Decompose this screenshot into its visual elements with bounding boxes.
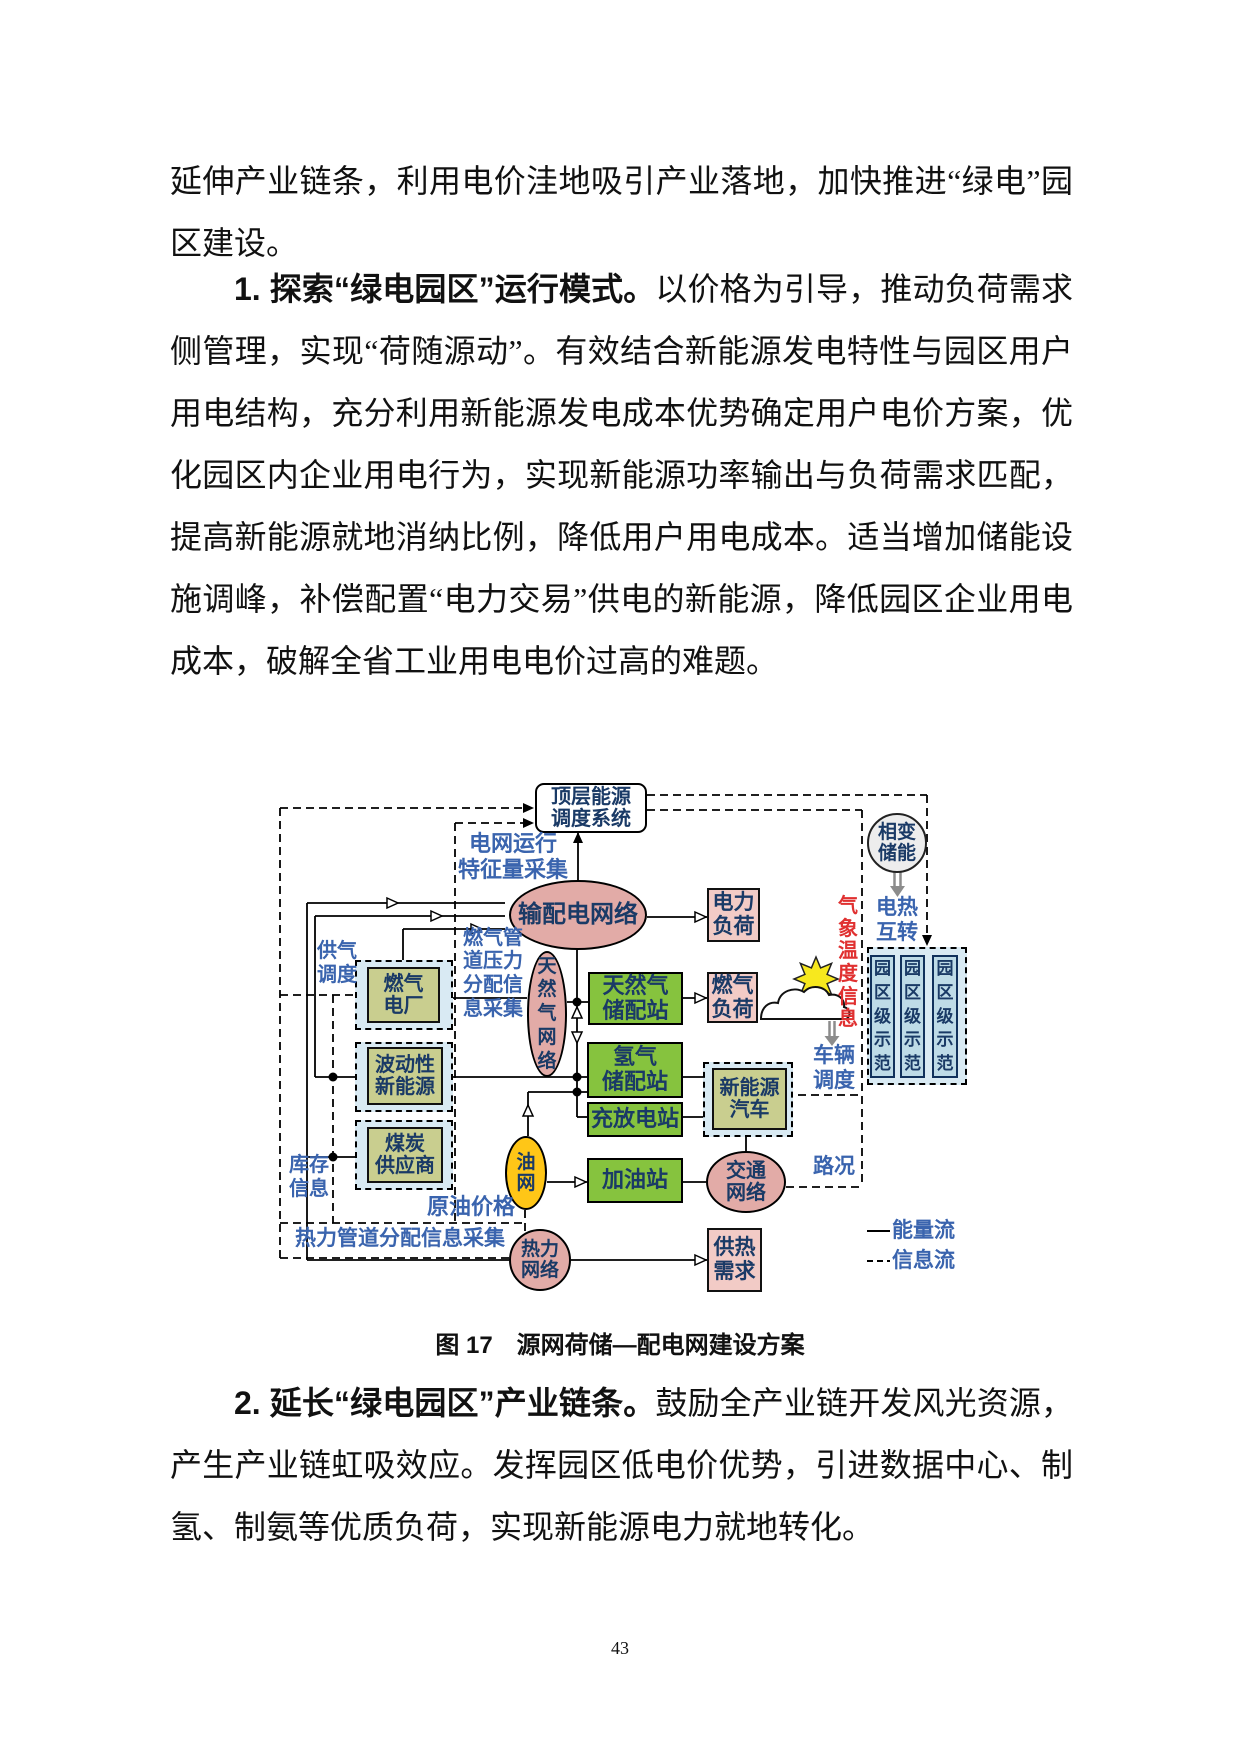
- figure-17-diagram: 顶层能源 调度系统 输配电网络 电力 负荷 天 然 气 网 络 天然气 储配站 …: [255, 775, 1000, 1310]
- legend-energy-flow-label: 能量流: [892, 1218, 955, 1242]
- node-gas-storage-station: 天然气 储配站: [588, 972, 683, 1025]
- legend-info-flow-label: 信息流: [892, 1248, 955, 1272]
- node-park-demo-3: 园 区 级 示 范: [932, 955, 958, 1078]
- node-park-demo-2: 园 区 级 示 范: [900, 955, 925, 1078]
- node-heat-demand: 供热 需求: [707, 1228, 762, 1292]
- phase-change-arrow-icon: [890, 871, 905, 897]
- weather-arrow-icon: [824, 1021, 840, 1046]
- node-oil-network: 油 网: [505, 1136, 547, 1210]
- node-gas-station: 加油站: [587, 1158, 683, 1203]
- node-new-energy-vehicle: 新能源 汽车: [712, 1068, 787, 1130]
- node-coal-supplier: 煤炭 供应商: [367, 1127, 443, 1183]
- paragraph-3: 2. 延长“绿电园区”产业链条。鼓励全产业链开发风光资源，产生产业链虹吸效应。发…: [170, 1372, 1073, 1558]
- label-grid-feature-collection: 电网运行 特征量采集: [457, 831, 568, 882]
- label-inventory-info: 库存 信息: [289, 1154, 329, 1200]
- node-hydrogen-station: 氢气 储配站: [587, 1042, 683, 1098]
- node-power-load: 电力 负荷: [707, 888, 760, 942]
- label-weather-temperature-info: 气 象 温 度 信 息: [838, 895, 858, 1031]
- node-phase-change-storage: 相变 储能: [867, 813, 927, 873]
- paragraph-2-text: 以价格为引导，推动负荷需求侧管理，实现“荷随源动”。有效结合新能源发电特性与园区…: [170, 271, 1073, 679]
- page-number: 43: [611, 1638, 629, 1658]
- diagram-lines: [279, 794, 932, 1267]
- node-charging-station: 充放电站: [587, 1102, 683, 1137]
- node-transmission-grid: 输配电网络: [509, 880, 647, 950]
- label-heat-pipe-collection: 热力管道分配信息采集: [295, 1226, 505, 1250]
- node-park-demo-1: 园 区 级 示 范: [870, 955, 895, 1078]
- label-gas-pipe-collection: 燃气管 道压力 分配信 息采集: [463, 926, 523, 1020]
- paragraph-3-heading: 2. 延长“绿电园区”产业链条。: [234, 1385, 656, 1421]
- node-gas-load: 燃气 负荷: [707, 972, 758, 1023]
- figure-caption: 图 17 源网荷储—配电网建设方案: [435, 1332, 805, 1359]
- node-top-energy-dispatch-system: 顶层能源 调度系统: [535, 783, 647, 833]
- node-traffic-network: 交通 网络: [706, 1151, 786, 1213]
- node-fluctuating-renewables: 波动性 新能源: [367, 1047, 443, 1105]
- paragraph-1-text: 延伸产业链条，利用电价洼地吸引产业落地，加快推进“绿电”园区建设。: [170, 163, 1073, 261]
- label-road-condition: 路况: [813, 1154, 855, 1178]
- node-gas-network: 天 然 气 网 络: [527, 951, 567, 1077]
- label-vehicle-dispatch: 车辆 调度: [813, 1044, 855, 1092]
- cloud-icon: [759, 986, 851, 1020]
- node-heat-network: 热力 网络: [509, 1229, 571, 1291]
- label-electricity-heat-conversion: 电热 互转: [876, 896, 918, 944]
- paragraph-2: 1. 探索“绿电园区”运行模式。以价格为引导，推动负荷需求侧管理，实现“荷随源动…: [170, 258, 1073, 692]
- label-gas-supply-dispatch: 供气 调度: [317, 940, 357, 986]
- paragraph-3-text: 鼓励全产业链开发风光资源，产生产业链虹吸效应。发挥园区低电价优势，引进数据中心、…: [170, 1385, 1073, 1545]
- paragraph-1: 延伸产业链条，利用电价洼地吸引产业落地，加快推进“绿电”园区建设。: [170, 150, 1073, 274]
- paragraph-2-heading: 1. 探索“绿电园区”运行模式。: [234, 271, 656, 307]
- label-crude-oil-price: 原油价格: [426, 1194, 515, 1220]
- node-gas-plant: 燃气 电厂: [367, 967, 440, 1023]
